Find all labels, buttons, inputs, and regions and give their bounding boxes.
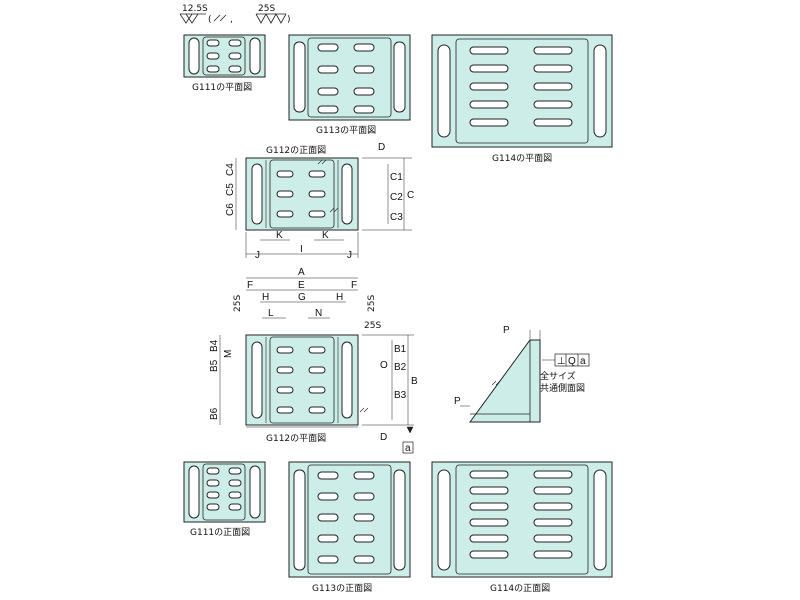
dim-d-bottom: D xyxy=(380,432,387,443)
dim-h-left: H xyxy=(262,292,269,303)
g113-plan-caption: G113の平面図 xyxy=(316,125,376,136)
dim-c4: C4 xyxy=(225,163,236,176)
g111-plan-caption: G111の平面図 xyxy=(192,82,252,93)
g111-front-view: G111の正面図 xyxy=(183,461,266,538)
g113-plan-view: G113の平面図 xyxy=(288,34,411,136)
side-view-label-1: 全サイズ xyxy=(540,370,576,382)
dim-c6: C6 xyxy=(225,203,236,216)
dim-b5: B5 xyxy=(209,359,220,372)
dim-j-right: J xyxy=(347,250,352,261)
g113-front-view: G113の正面図 xyxy=(288,461,411,594)
dim-b3: B3 xyxy=(394,390,407,401)
dim-p-bottom: P xyxy=(454,396,461,407)
dim-b1: B1 xyxy=(394,344,407,355)
g111-front-caption: G111の正面図 xyxy=(190,527,250,538)
dim-b: B xyxy=(411,376,418,387)
dim-c: C xyxy=(407,190,414,201)
g111-plan-view: G111の平面図 xyxy=(183,34,266,93)
dim-b6: B6 xyxy=(209,407,220,420)
dim-g: G xyxy=(298,292,306,303)
dim-l: L xyxy=(268,308,274,319)
g113-front-caption: G113の正面図 xyxy=(312,583,372,594)
dim-i: I xyxy=(300,244,303,255)
dim-d-top: D xyxy=(378,142,385,153)
dim-a: A xyxy=(298,267,305,278)
surface-fine-label: 25S xyxy=(258,4,275,14)
g112-plan-finish-left: 25S xyxy=(233,295,243,312)
g114-plan-view: G114の平面図 xyxy=(431,34,613,164)
g114-plan-caption: G114の平面図 xyxy=(492,153,552,164)
dim-c3: C3 xyxy=(390,212,403,223)
g114-front-caption: G114の正面図 xyxy=(490,583,550,594)
tolerance-symbol: ⊥ xyxy=(557,356,566,367)
svg-text:): ) xyxy=(287,15,291,25)
datum-a-box: a xyxy=(405,443,411,454)
dim-c2: C2 xyxy=(390,192,403,203)
g112-plan-finish-right: 25S xyxy=(367,295,377,312)
dim-k-right: K xyxy=(322,230,329,241)
dim-e: E xyxy=(298,280,305,291)
g112-front-caption: G112の正面図 xyxy=(266,145,326,156)
dim-m: M xyxy=(223,350,234,358)
dim-j-left: J xyxy=(255,250,260,261)
svg-text:,: , xyxy=(230,15,233,25)
g112-front-view: G112の正面図 C4 C5 C6 C C1 C2 C3 D K K I xyxy=(225,142,414,261)
svg-text:(: ( xyxy=(208,15,212,25)
tolerance-value: Q xyxy=(568,356,576,367)
surface-finish-header: 12.5S ( , 25S ) xyxy=(179,4,291,25)
dim-f-right: F xyxy=(351,280,357,291)
common-side-view: P P ⊥ Q a 全サイズ 共通側面図 xyxy=(454,325,590,423)
g114-front-view: G114の正面図 xyxy=(431,461,613,594)
dim-h-right: H xyxy=(336,292,343,303)
side-view-label-2: 共通側面図 xyxy=(540,382,585,394)
tolerance-datum: a xyxy=(580,356,586,367)
g112-plan-caption: G112の平面図 xyxy=(266,433,326,444)
dim-f-left: F xyxy=(247,280,253,291)
dim-c1: C1 xyxy=(390,172,403,183)
dim-b2: B2 xyxy=(394,362,407,373)
dim-p-top: P xyxy=(503,325,510,336)
dim-k-left: K xyxy=(276,230,283,241)
g112-plan-finish-top: 25S xyxy=(364,321,381,331)
dim-b4: B4 xyxy=(209,339,220,352)
dim-o: O xyxy=(380,360,388,371)
dim-c5: C5 xyxy=(225,183,236,196)
surface-rough-label: 12.5S xyxy=(182,4,208,14)
g112-plan-view: A E F F H G H L N 25S 25S 25S B4 M B5 B6 xyxy=(209,267,418,454)
dim-n: N xyxy=(315,308,322,319)
